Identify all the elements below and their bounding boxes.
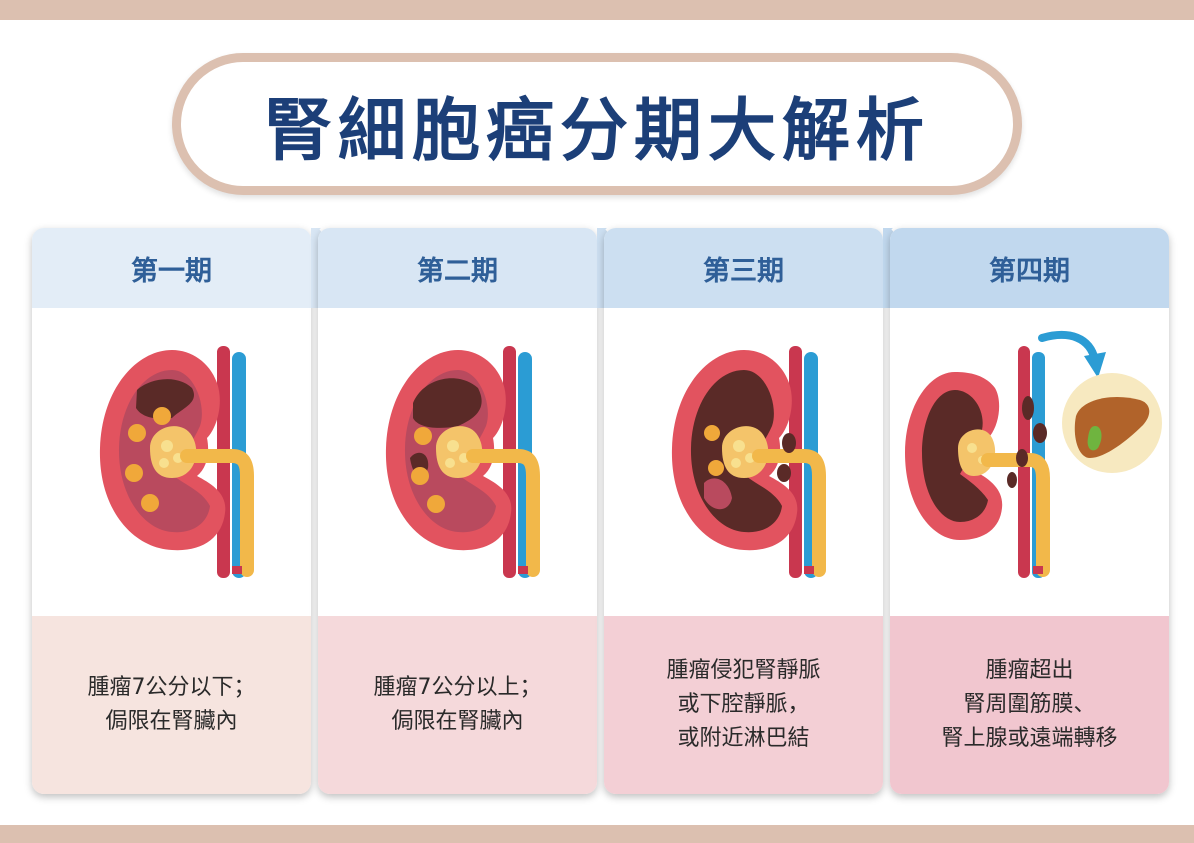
stage-label-4: 第四期 [989, 255, 1070, 287]
stage-header-4: 第四期 [890, 228, 1169, 308]
stage-description-4: 腫瘤超出 腎周圍筋膜、 腎上腺或遠端轉移 [941, 658, 1118, 751]
stage-card-2: 第二期 腫瘤7公分以上； 侷限在腎臟內 [318, 228, 597, 794]
stage-label-3: 第三期 [703, 255, 784, 287]
stage-card-1: 第一期 腫瘤7公分以下； 侷限在腎臟內 [32, 228, 311, 794]
kidney-icon [905, 331, 1162, 578]
stage-card-3: 第三期 腫瘤侵犯腎靜脈 或下腔靜脈， 或附近淋巴結 [604, 228, 883, 794]
stage-header-2: 第二期 [318, 228, 597, 308]
title-pill: 腎細胞癌分期大解析 [172, 53, 1022, 195]
stage-description-box-2: 腫瘤7公分以上； 侷限在腎臟內 [318, 616, 597, 794]
stage-description-box-3: 腫瘤侵犯腎靜脈 或下腔靜脈， 或附近淋巴結 [604, 616, 883, 794]
stage-illustration-4 [890, 308, 1169, 616]
stage-card-4: 第四期 [890, 228, 1169, 794]
stage-header-1: 第一期 [32, 228, 311, 308]
stage-illustration-3 [604, 308, 883, 616]
stage-description-box-4: 腫瘤超出 腎周圍筋膜、 腎上腺或遠端轉移 [890, 616, 1169, 794]
stage-header-3: 第三期 [604, 228, 883, 308]
bottom-decorative-band [0, 825, 1194, 843]
curved-arrow-icon [1038, 331, 1106, 378]
top-decorative-band [0, 0, 1194, 20]
kidney-icon [385, 346, 540, 578]
stage-description-3: 腫瘤侵犯腎靜脈 或下腔靜脈， 或附近淋巴結 [666, 658, 821, 751]
stage-description-2: 腫瘤7公分以上； 侷限在腎臟內 [373, 675, 542, 734]
stage-illustration-2 [318, 308, 597, 616]
stage-label-2: 第二期 [417, 255, 498, 287]
stage-illustration-1 [32, 308, 311, 616]
kidney-icon [99, 346, 254, 578]
stage-description-1: 腫瘤7公分以下； 侷限在腎臟內 [87, 675, 256, 734]
stage-label-1: 第一期 [131, 255, 212, 287]
kidney-icon [671, 346, 826, 578]
page-title: 腎細胞癌分期大解析 [263, 91, 930, 171]
liver-icon [1062, 373, 1162, 473]
stage-description-box-1: 腫瘤7公分以下； 侷限在腎臟內 [32, 616, 311, 794]
